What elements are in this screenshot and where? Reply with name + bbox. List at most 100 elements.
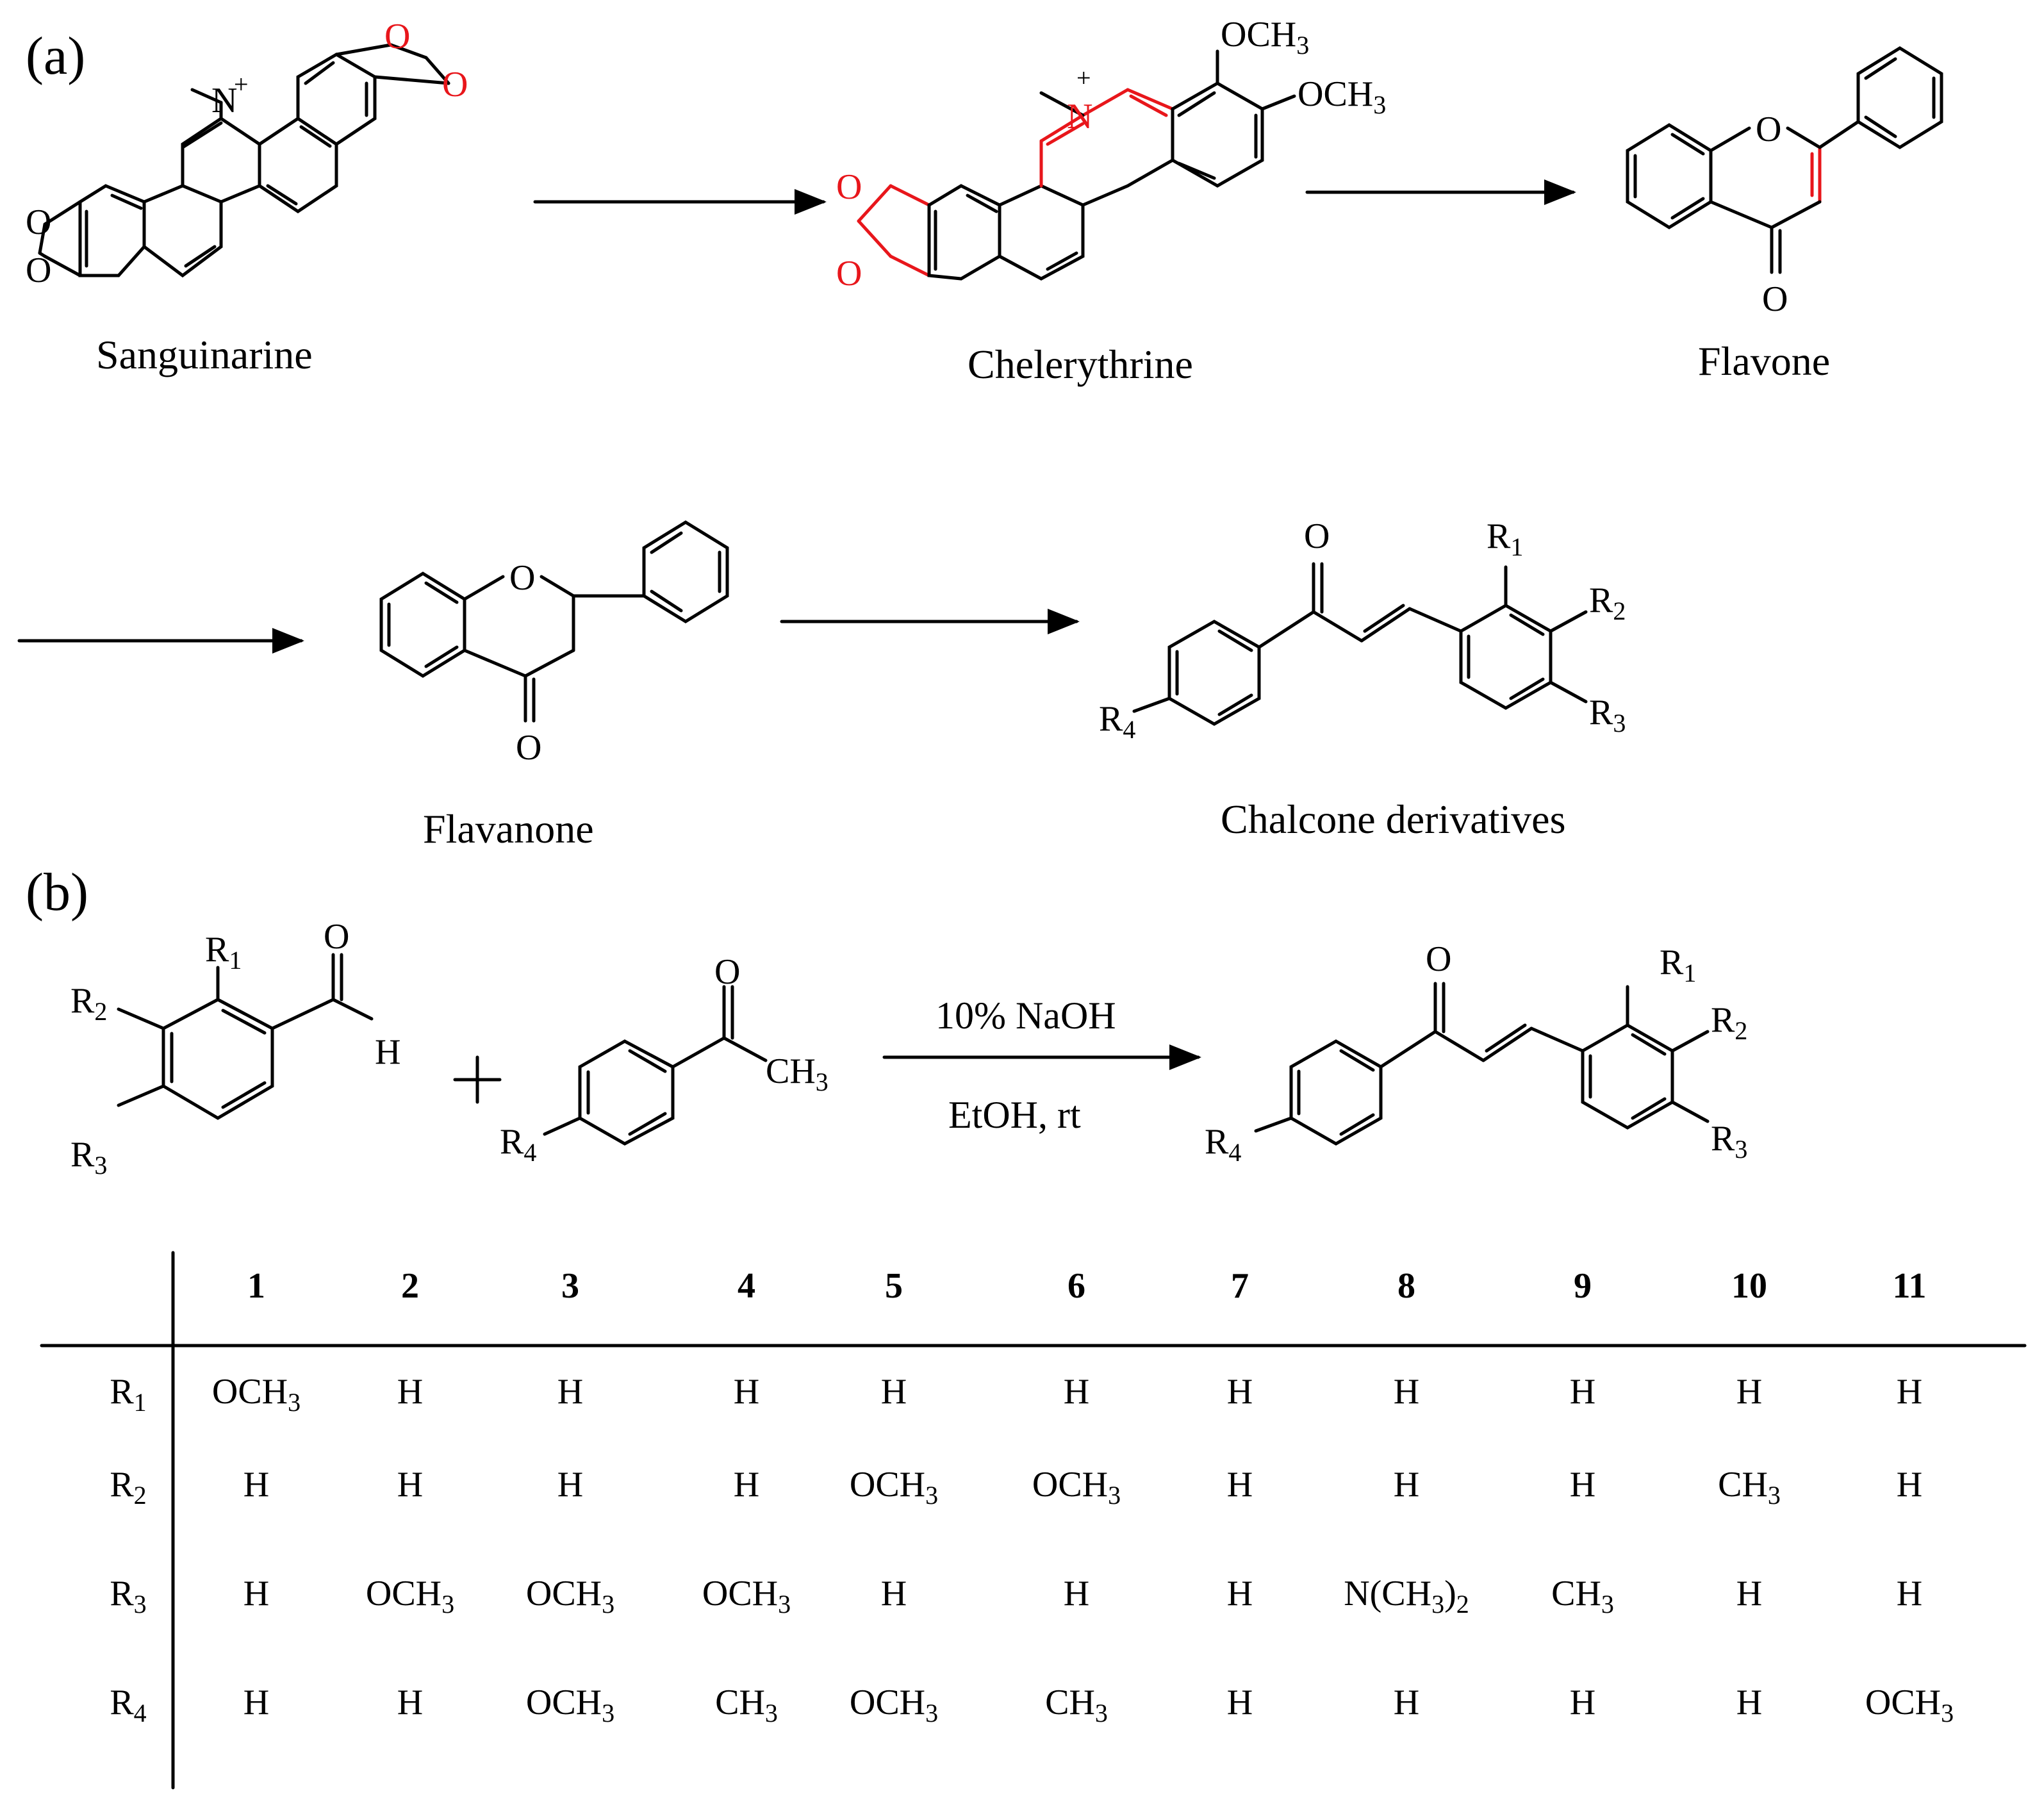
benzaldehyde-atom-h: H: [375, 1032, 400, 1072]
ch-text: CH: [766, 1051, 816, 1091]
chalcone-structure-b: [1254, 982, 1710, 1146]
cell-subscript: 3: [925, 1481, 938, 1510]
table-column-header: 4: [738, 1266, 755, 1306]
r-subscript: 1: [229, 946, 242, 975]
row-label-text: R: [110, 1465, 134, 1504]
r-text: R: [1487, 516, 1511, 556]
chalcone-a-r4: R4: [1099, 699, 1135, 744]
table-cell: H: [1394, 1372, 1419, 1412]
chelerythrine-och-1: OCH3: [1221, 15, 1309, 60]
cell-text: ): [1444, 1574, 1456, 1613]
cell-text: H: [1394, 1465, 1419, 1504]
table-cell: H: [1064, 1372, 1089, 1412]
cell-text: H: [881, 1372, 907, 1412]
och-subscript: 3: [1373, 90, 1386, 119]
chalcone-a-r3: R3: [1589, 693, 1626, 738]
sanguinarine-atom-o2: O: [26, 251, 51, 290]
table-cell: CH3: [1551, 1574, 1614, 1619]
chalcone-a-r2: R2: [1589, 581, 1626, 625]
sanguinarine-atom-o1: O: [26, 202, 51, 242]
table-cell: OCH3: [526, 1683, 614, 1727]
cell-text: H: [1064, 1574, 1089, 1613]
table-cell: OCH3: [526, 1574, 614, 1619]
cell-text: H: [1736, 1372, 1762, 1412]
chalcone-a-r1: R1: [1487, 516, 1523, 561]
chalcone-label: Chalcone derivatives: [1221, 796, 1565, 842]
table-column-header: 2: [401, 1266, 419, 1306]
och-text: OCH: [1298, 74, 1373, 114]
table-row-label: R3: [110, 1574, 146, 1619]
r-text: R: [500, 1122, 524, 1162]
table-cell: H: [397, 1372, 423, 1412]
row-label-subscript: 2: [134, 1481, 147, 1510]
r-text: R: [1711, 1119, 1735, 1158]
chelerythrine-atom-n: N: [1067, 97, 1092, 136]
sanguinarine-atom-n: N: [211, 81, 237, 120]
table-column-header: 3: [561, 1266, 579, 1306]
cell-text: H: [243, 1683, 269, 1722]
r-subscript: 2: [1735, 1016, 1747, 1045]
cell-subscript: 3: [288, 1388, 301, 1417]
table-cell: H: [881, 1372, 907, 1412]
table-cell: H: [397, 1683, 423, 1722]
cell-subscript: 3: [602, 1699, 614, 1727]
r-subscript: 4: [523, 1138, 536, 1167]
cell-text: H: [1227, 1574, 1253, 1613]
chalcone-b-r3: R3: [1711, 1119, 1747, 1164]
acetophenone-structure: [543, 985, 768, 1146]
cell-text: OCH: [366, 1574, 441, 1613]
panel-label-a: (a): [26, 26, 85, 86]
table-cell: CH3: [715, 1683, 778, 1727]
cell-text: CH: [1045, 1683, 1095, 1722]
chelerythrine-och-2: OCH3: [1298, 74, 1386, 119]
flavanone-atom-o2: O: [516, 728, 541, 768]
r-subscript: 2: [94, 997, 107, 1026]
flavanone-atom-o1: O: [509, 558, 535, 598]
r-subscript: 3: [1613, 709, 1626, 738]
ch-subscript: 3: [816, 1067, 828, 1096]
r-text: R: [205, 930, 229, 969]
flavone-structure: [1626, 46, 1943, 274]
r-text: R: [1660, 943, 1684, 982]
panel-label-b: (b): [26, 862, 88, 922]
reagent-label: 10% NaOH: [935, 994, 1116, 1037]
sanguinarine-charge: +: [234, 70, 249, 99]
sanguinarine-atom-o3: O: [384, 17, 410, 56]
cell-subscript: 3: [602, 1590, 614, 1619]
cell-text: OCH: [702, 1574, 778, 1613]
cell-subscript: 2: [1456, 1590, 1469, 1619]
cell-text: OCH: [1865, 1683, 1941, 1722]
cell-text: H: [1897, 1574, 1922, 1613]
cell-text: H: [1570, 1683, 1595, 1722]
cell-text: H: [1736, 1683, 1762, 1722]
cell-text: H: [243, 1465, 269, 1504]
cell-text: H: [1227, 1465, 1253, 1504]
sanguinarine-label: Sanguinarine: [96, 332, 313, 377]
table-cell: N(CH3)2: [1344, 1574, 1469, 1619]
cell-subscript: 3: [778, 1590, 791, 1619]
r-subscript: 4: [1228, 1138, 1241, 1167]
table-cell: H: [1736, 1372, 1762, 1412]
cell-text: H: [1064, 1372, 1089, 1412]
cell-text: H: [1227, 1683, 1253, 1722]
cell-text: CH: [715, 1683, 765, 1722]
table-cell: H: [1570, 1683, 1595, 1722]
table-column-header: 8: [1397, 1266, 1415, 1306]
r-text: R: [1205, 1122, 1229, 1162]
table-row-label: R2: [110, 1465, 146, 1510]
cell-text: OCH: [526, 1683, 602, 1722]
table-cell: H: [243, 1574, 269, 1613]
cell-text: H: [881, 1574, 907, 1613]
table-cell: H: [1227, 1683, 1253, 1722]
table-cell: H: [397, 1465, 423, 1504]
acetophenone-ch3: CH3: [766, 1051, 828, 1096]
table-row-label: R4: [110, 1683, 146, 1727]
table-cell: H: [243, 1465, 269, 1504]
conditions-label: EtOH, rt: [948, 1094, 1081, 1136]
row-label-subscript: 4: [134, 1699, 147, 1727]
benzaldehyde-structure: [117, 953, 374, 1120]
cell-text: OCH: [212, 1372, 288, 1412]
cell-subscript: 3: [1941, 1699, 1954, 1727]
och-subscript: 3: [1296, 31, 1309, 60]
